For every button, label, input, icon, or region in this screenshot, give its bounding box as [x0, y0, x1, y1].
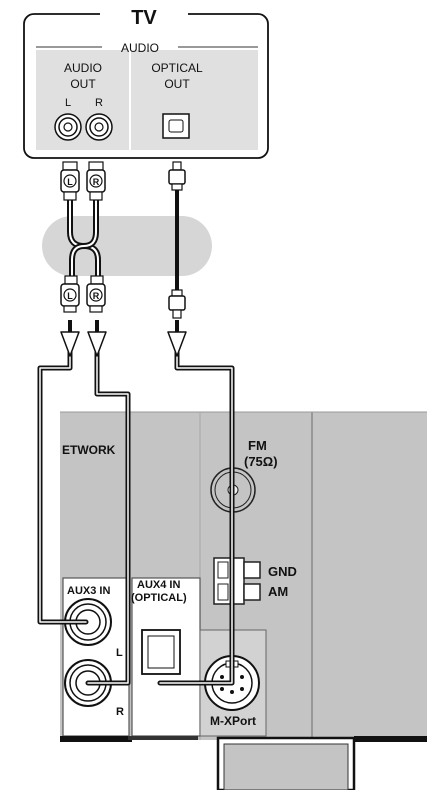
foot-right [354, 736, 427, 742]
tv-audio-left-jack [54, 113, 82, 141]
optical-plug-bottom [168, 289, 186, 319]
tv-title: TV [131, 7, 157, 29]
cables [37, 186, 235, 686]
optical-plug-top [168, 161, 186, 191]
am-label: AM [268, 584, 288, 599]
aux3-label: AUX3 IN [67, 585, 110, 597]
rca-plug-right-bottom [86, 275, 106, 313]
plug-top-left-mark: L [67, 177, 73, 187]
plug-top-right-mark: R [93, 177, 100, 187]
audio-out-label-line2: OUT [70, 77, 96, 91]
tv-left-label: L [65, 97, 71, 109]
aux3-right-mark: R [116, 706, 124, 718]
arrow-down-right [87, 331, 107, 357]
rca-plug-right-top [86, 161, 106, 201]
network-label: ETWORK [62, 443, 116, 457]
aux3-left-mark: L [116, 647, 123, 659]
foot-left [60, 736, 132, 742]
plug-bottom-right-mark: R [93, 291, 100, 301]
mxport-label: M-XPort [210, 714, 256, 728]
plug-bottom-left-mark: L [67, 291, 73, 301]
fm-label-line2: (75Ω) [244, 454, 278, 469]
rca-plug-left-bottom [60, 275, 80, 313]
am-gnd-terminals [213, 557, 261, 605]
aux4-label-line1: AUX4 IN [137, 579, 180, 591]
optical-out-label-line1: OPTICAL [151, 61, 203, 75]
aux4-label-line2: (OPTICAL) [131, 592, 187, 604]
tv-right-label: R [95, 97, 103, 109]
arrow-down-left [60, 331, 80, 357]
fm-label-line1: FM [248, 438, 267, 453]
arrow-down-optical [167, 331, 187, 357]
cable-highlight-band [42, 216, 212, 276]
audio-group-label: AUDIO [121, 41, 159, 55]
gnd-label: GND [268, 564, 297, 579]
tv-audio-right-jack [85, 113, 113, 141]
direction-arrows [60, 320, 187, 357]
tv-optical-out-port [162, 113, 190, 139]
rca-plug-left-top [60, 161, 80, 201]
audio-out-label-line1: AUDIO [64, 61, 102, 75]
optical-out-label-line2: OUT [164, 77, 190, 91]
